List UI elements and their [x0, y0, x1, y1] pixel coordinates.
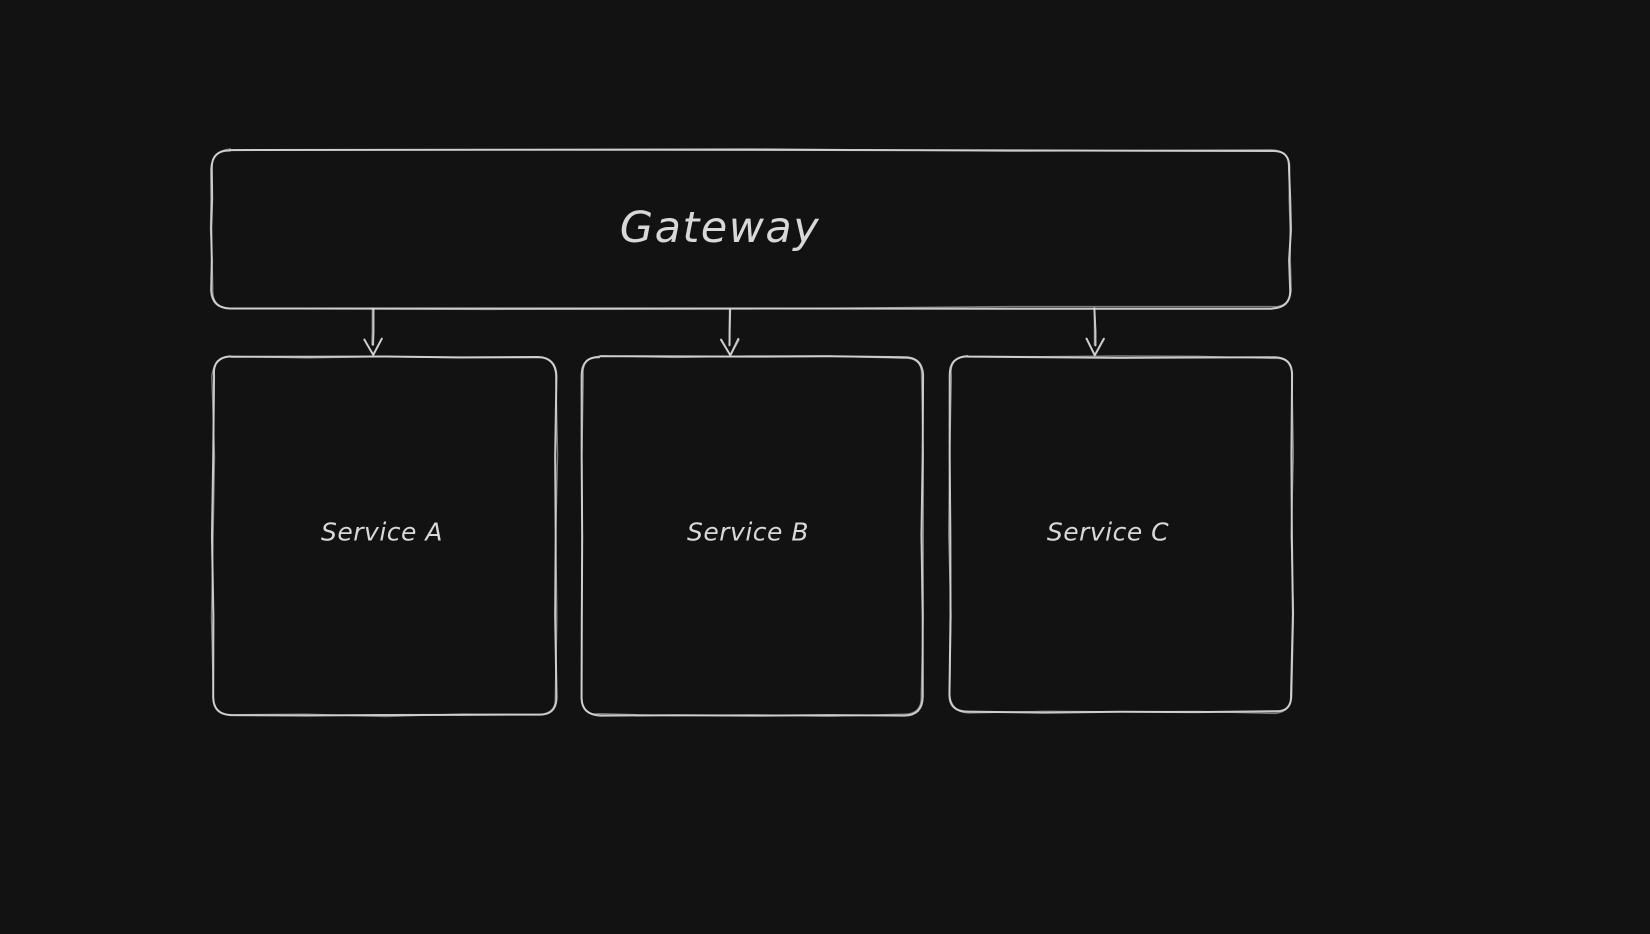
- node-gateway[interactable]: [212, 150, 1290, 308]
- node-label-service-b: Service B: [687, 517, 809, 547]
- node-service-c[interactable]: [950, 357, 1292, 712]
- node-service-a[interactable]: [213, 357, 556, 715]
- node-service-b[interactable]: [582, 357, 922, 715]
- node-label-gateway: Gateway: [619, 203, 821, 253]
- node-label-service-a: Service A: [321, 517, 443, 547]
- node-label-service-c: Service C: [1046, 517, 1170, 547]
